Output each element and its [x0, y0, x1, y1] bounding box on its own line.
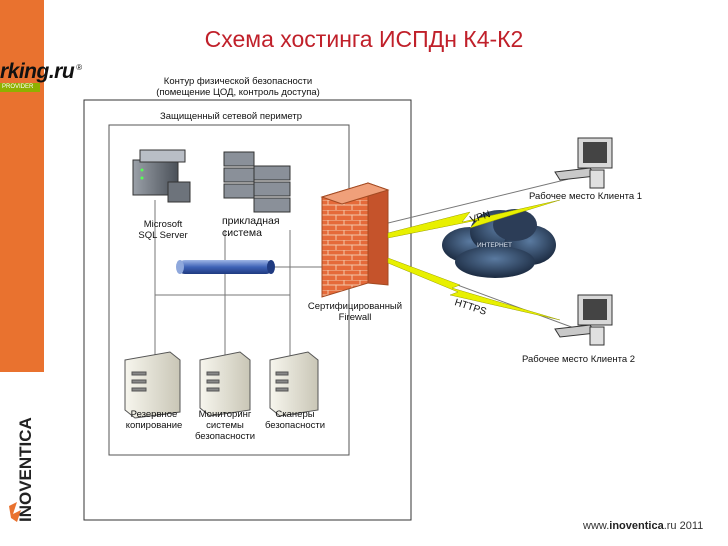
application-servers — [223, 151, 291, 213]
https-bolt-icon — [387, 257, 561, 321]
inoventica-logo: INOVENTICA — [9, 417, 35, 522]
internet-label: ИНТЕРНЕТ — [477, 242, 513, 249]
client1-workstation — [554, 137, 613, 189]
footer-url: www.inoventica.ru 2011 — [583, 520, 704, 532]
sql-server-rack — [132, 149, 191, 203]
backup-server — [124, 351, 181, 419]
vpn-bolt-icon — [387, 199, 561, 239]
logo-badge: PROVIDER — [0, 83, 40, 92]
brand-mark-icon — [9, 502, 21, 522]
client2-workstation — [554, 294, 613, 346]
scanner-server — [269, 351, 319, 417]
hosting-logo: rking.ru® — [0, 60, 82, 83]
client2-label: Рабочее место Клиента 2 — [522, 354, 636, 365]
physical-contour-label: Контур физической безопасности(помещение… — [156, 76, 320, 98]
page-title: Схема хостинга ИСПДн К4-К2 — [204, 26, 524, 52]
network-bus — [176, 260, 275, 274]
inoventica-logo-text: INOVENTICA — [16, 417, 35, 522]
monitoring-server — [199, 351, 251, 417]
physical-security-contour — [83, 99, 412, 521]
network-perimeter — [108, 124, 350, 456]
internet-cloud — [442, 209, 556, 278]
perimeter-label: Защищенный сетевой периметр — [160, 111, 302, 122]
firewall-wall — [320, 182, 390, 298]
sidebar-lower-panel — [0, 372, 44, 546]
client1-label: Рабочее место Клиента 1 — [529, 191, 643, 202]
